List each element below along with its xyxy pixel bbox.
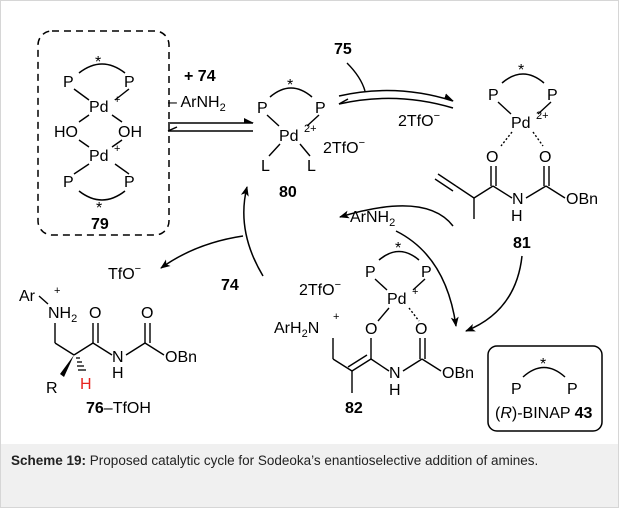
compound-76: Ar NH2 + R H O N <box>19 285 197 417</box>
atom-h: H <box>389 382 401 399</box>
atom-o: O <box>539 149 551 166</box>
compound-label-81: 81 <box>513 235 531 252</box>
counterion: 2TfO− <box>299 279 341 299</box>
atom-p: P <box>547 87 558 104</box>
atom-pd: Pd <box>511 115 531 132</box>
star-label: * <box>287 77 293 94</box>
atom-pd: Pd <box>89 148 109 165</box>
atom-o: O <box>365 321 377 338</box>
star-label: * <box>395 240 401 257</box>
atom-p: P <box>124 174 135 191</box>
atom-o: O <box>89 305 101 322</box>
substituent-r: R <box>46 380 58 397</box>
star-label: * <box>95 54 101 71</box>
ligand-arc <box>378 250 420 261</box>
compound-label-79: 79 <box>91 216 109 233</box>
atom-h: H <box>511 208 523 225</box>
group-obn: OBn <box>566 191 598 208</box>
group-obn: OBn <box>442 365 474 382</box>
group-obn: OBn <box>165 349 197 366</box>
ligand-arc <box>522 366 566 378</box>
atom-o: O <box>141 305 153 322</box>
charge-2plus: 2+ <box>536 110 549 122</box>
star-label: * <box>540 356 546 373</box>
dashed-box <box>37 30 170 236</box>
reagent-74: 74 <box>221 277 239 294</box>
reaction-scheme: * P P Pd + HO OH Pd + P P * <box>19 30 603 432</box>
ligand-arc <box>78 190 126 201</box>
atom-p: P <box>567 381 578 398</box>
aryl-group: Ar <box>19 288 36 305</box>
ammonium-group: NH2 <box>48 305 77 325</box>
equilibrium-80-81: 75 <box>334 41 454 109</box>
charge-plus: + <box>333 311 339 323</box>
atom-pd: Pd <box>387 291 407 308</box>
atom-n: N <box>512 191 524 208</box>
compound-81: 2TfO− * P P Pd 2+ O O N H <box>398 62 598 252</box>
atom-p: P <box>315 100 326 117</box>
ligand-arc <box>269 87 313 98</box>
ligand-arc <box>501 73 545 84</box>
star-label: * <box>518 62 524 79</box>
caption-label: Scheme 19: <box>11 453 87 468</box>
charge-plus: + <box>412 286 418 298</box>
atom-h: H <box>112 365 124 382</box>
binap-box <box>487 345 603 432</box>
charge-plus: + <box>54 285 60 297</box>
compound-79: * P P Pd + HO OH Pd + P P * <box>37 30 170 236</box>
compound-80: * P P Pd 2+ L L 2TfO− 80 <box>257 77 365 201</box>
atom-p: P <box>63 74 74 91</box>
scheme-caption: Scheme 19: Proposed catalytic cycle for … <box>11 451 609 470</box>
atom-h-highlight: H <box>80 376 92 393</box>
counterion: 2TfO− <box>323 137 365 157</box>
atom-n: N <box>112 349 124 366</box>
ligand-l: L <box>261 158 270 175</box>
charge-plus: + <box>114 94 120 106</box>
ammonium-group: ArH2N <box>274 320 319 340</box>
atom-pd: Pd <box>279 128 299 145</box>
atom-p: P <box>63 174 74 191</box>
reagent-74: + 74 <box>184 68 216 85</box>
counterion: 2TfO− <box>398 110 440 130</box>
scheme-area: * P P Pd + HO OH Pd + P P * <box>1 1 618 444</box>
ligand-l: L <box>307 158 316 175</box>
compound-82: 2TfO− * P P Pd + O O N H <box>274 240 474 417</box>
equilibrium-79-80: + 74 – ArNH2 <box>167 68 254 132</box>
caption-text: Proposed catalytic cycle for Sodeoka’s e… <box>86 453 539 468</box>
charge-2plus: 2+ <box>304 123 317 135</box>
cycle-arrows <box>160 186 523 332</box>
reagent-arnh2: ArNH2 <box>350 209 395 229</box>
atom-pd: Pd <box>89 99 109 116</box>
atom-p: P <box>511 381 522 398</box>
atom-o: O <box>486 149 498 166</box>
atom-p: P <box>124 74 135 91</box>
atom-n: N <box>389 365 401 382</box>
byproduct-arnh2: – ArNH2 <box>168 94 226 114</box>
atom-p: P <box>421 264 432 281</box>
charge-plus: + <box>114 143 120 155</box>
ligand-arc <box>78 63 126 74</box>
atom-p: P <box>257 100 268 117</box>
hydroxo-oh: OH <box>118 124 142 141</box>
atom-o: O <box>415 321 427 338</box>
counterion-tfo: TfO− <box>108 263 141 283</box>
atom-p: P <box>488 87 499 104</box>
atom-p: P <box>365 264 376 281</box>
star-label: * <box>96 200 102 217</box>
compound-label-80: 80 <box>279 184 297 201</box>
hydroxo-ho: HO <box>54 124 78 141</box>
compound-label-76: 76–TfOH <box>86 400 151 417</box>
compound-label-82: 82 <box>345 400 363 417</box>
reagent-75: 75 <box>334 41 352 58</box>
